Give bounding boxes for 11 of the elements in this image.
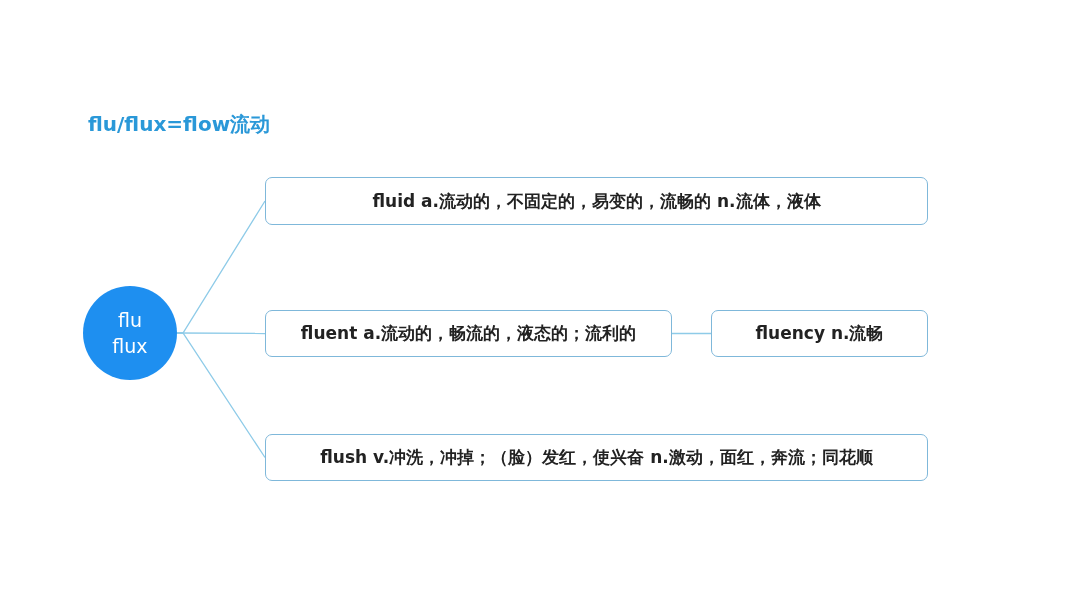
word-box <box>711 310 928 357</box>
node-text: fluent a.流动的，畅流的，液态的；流利的 <box>300 322 637 345</box>
word-box <box>265 177 928 225</box>
title: flu/flux=flow流动 <box>88 111 271 138</box>
node-text: flush v.冲洗，冲掉；（脸）发红，使兴奋 n.激动，面红，奔流；同花顺 <box>320 446 873 469</box>
word-box <box>265 310 672 357</box>
node-text: fluid a.流动的，不固定的，易变的，流畅的 n.流体，液体 <box>372 189 821 213</box>
node-text: fluency n.流畅 <box>755 322 884 345</box>
node-text: flu flux <box>111 308 149 359</box>
connector-line <box>671 332 712 335</box>
word-box <box>265 434 928 481</box>
